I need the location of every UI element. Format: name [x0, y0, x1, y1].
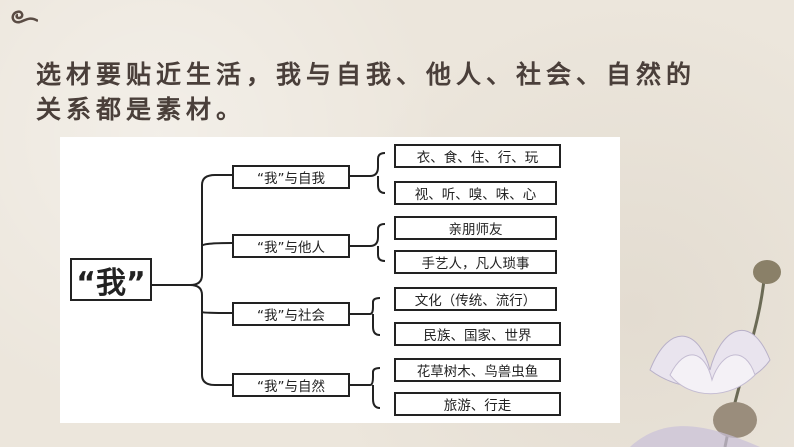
heading-line-2: 关系都是素材。: [36, 95, 247, 124]
lotus-decoration-icon: [630, 260, 781, 447]
leaf-node: 亲朋师友: [394, 216, 557, 240]
leaf-node: 民族、国家、世界: [394, 322, 561, 346]
leaf-node: 旅游、行走: [394, 392, 561, 416]
mind-map-diagram: “我” “我”与自我 “我”与他人 “我”与社会 “我”与自然 衣、食、住、行、…: [60, 137, 620, 423]
connector-lines: [152, 152, 386, 409]
branch-others: “我”与他人: [232, 234, 350, 258]
heading-line-1: 选材要贴近生活，我与自我、他人、社会、自然的: [36, 60, 697, 89]
leaf-node: 文化（传统、流行）: [394, 287, 557, 311]
leaf-node: 衣、食、住、行、玩: [394, 144, 561, 168]
branch-society: “我”与社会: [232, 302, 350, 326]
leaf-node: 花草树木、鸟兽虫鱼: [394, 358, 561, 382]
root-node: “我”: [70, 258, 152, 301]
leaf-node: 视、听、嗅、味、心: [394, 181, 557, 205]
branch-nature: “我”与自然: [232, 373, 350, 397]
branch-self: “我”与自我: [232, 165, 350, 189]
leaf-node: 手艺人，凡人琐事: [394, 250, 557, 274]
swirl-ornament-icon: [11, 10, 38, 24]
